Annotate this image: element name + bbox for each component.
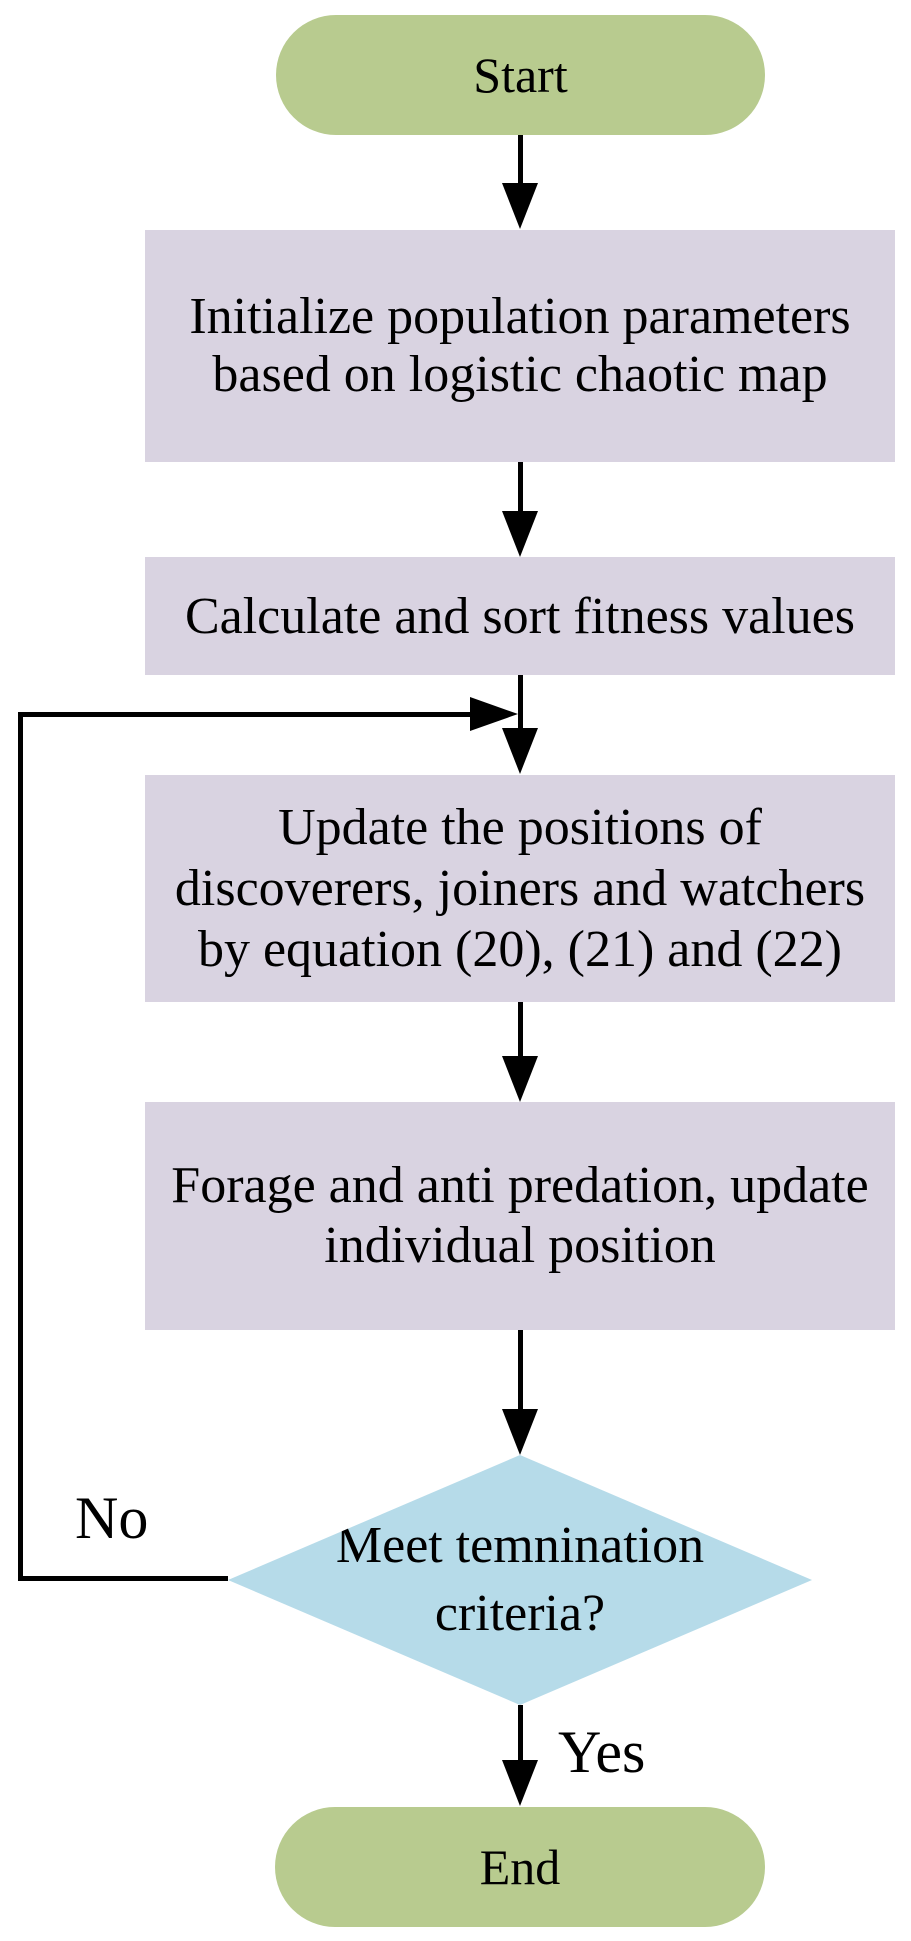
arrowhead-down-icon [502, 183, 538, 229]
node-end-label: End [479, 1839, 561, 1895]
arrowhead-down-icon [502, 511, 538, 557]
node-calculate-fitness: Calculate and sort fitness values [145, 557, 895, 675]
arrow-decision-to-end-line [518, 1705, 523, 1762]
no-loop-left-line [18, 712, 23, 1581]
node-termination-decision: Meet temnination criteria? [228, 1455, 812, 1705]
node-forage: Forage and anti predation, update indivi… [145, 1102, 895, 1330]
node-termination-decision-line1: Meet temnination [335, 1517, 705, 1574]
node-start-label: Start [473, 47, 568, 103]
edge-label-yes: Yes [558, 1719, 646, 1785]
arrowhead-down-icon [502, 1760, 538, 1806]
no-loop-top-line [20, 712, 470, 717]
node-termination-decision-line2: criteria? [434, 1585, 606, 1642]
node-start: Start [276, 15, 765, 135]
arrow-init-to-calc-line [518, 462, 523, 514]
node-update-positions-line3: by equation (20), (21) and (22) [197, 921, 843, 978]
node-initialize-line2: based on logistic chaotic map [212, 346, 828, 403]
arrow-forage-to-decision-line [518, 1330, 523, 1412]
arrowhead-down-icon [502, 1409, 538, 1455]
arrowhead-right-icon [470, 697, 518, 731]
arrow-update-to-forage-line [518, 1002, 523, 1057]
node-update-positions-line1: Update the positions of [278, 799, 762, 856]
node-initialize: Initialize population parameters based o… [145, 230, 895, 462]
node-initialize-line1: Initialize population parameters [189, 288, 851, 345]
arrow-calc-to-update-line [518, 675, 523, 728]
node-forage-line1: Forage and anti predation, update [171, 1157, 869, 1214]
node-update-positions: Update the positions of discoverers, joi… [145, 775, 895, 1002]
arrowhead-down-icon [502, 728, 538, 774]
node-update-positions-line2: discoverers, joiners and watchers [174, 860, 866, 917]
arrow-start-to-init-line [518, 135, 523, 187]
node-calculate-fitness-line1: Calculate and sort fitness values [184, 587, 856, 645]
edge-label-no: No [75, 1485, 149, 1551]
node-end: End [275, 1807, 765, 1927]
arrowhead-down-icon [502, 1056, 538, 1102]
node-forage-line2: individual position [324, 1217, 716, 1274]
no-loop-bottom-line [18, 1576, 228, 1581]
